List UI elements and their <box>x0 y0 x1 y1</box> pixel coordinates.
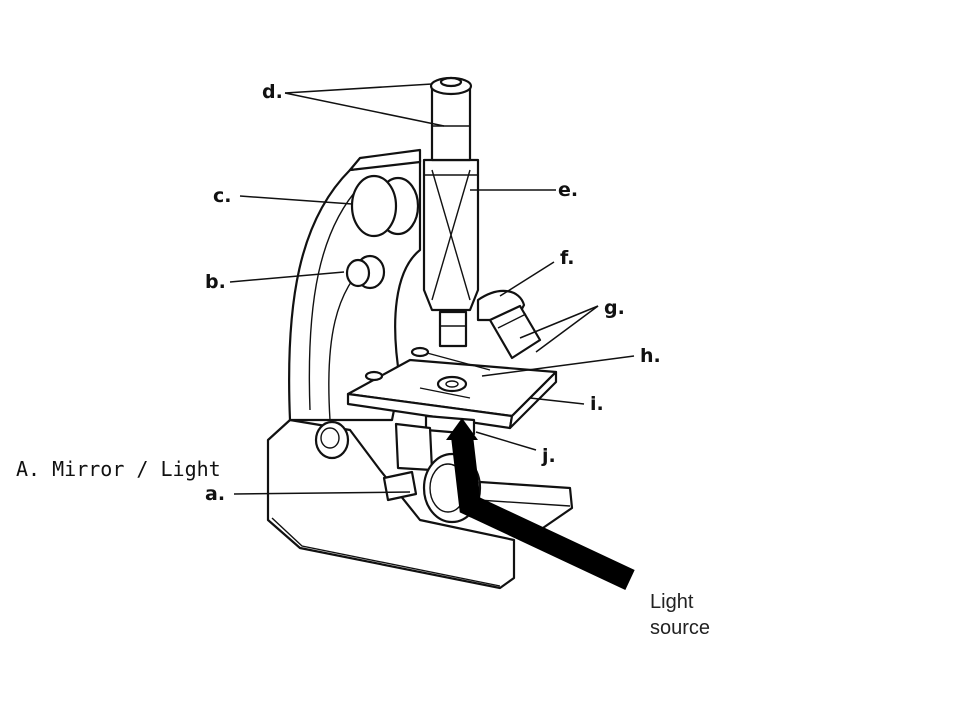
stage-clips <box>364 346 491 399</box>
label-h: h. <box>640 345 661 367</box>
light-arrow <box>446 418 635 590</box>
mirror <box>382 422 482 524</box>
eyepiece <box>429 76 473 162</box>
body-tube <box>422 158 480 312</box>
label-g: g. <box>604 297 625 319</box>
label-e: e. <box>558 179 578 201</box>
coarse-adjustment-knob <box>350 174 420 238</box>
label-b: b. <box>205 271 226 293</box>
leader-lines <box>229 83 635 495</box>
label-c: c. <box>213 185 231 207</box>
label-i: i. <box>590 393 604 415</box>
label-d: d. <box>262 81 283 103</box>
light-source-label-line2: source <box>650 617 710 639</box>
objective-lenses <box>438 304 542 360</box>
base-knob <box>314 420 350 460</box>
light-source-label-line1: Light <box>650 591 694 613</box>
label-j: j. <box>541 445 556 467</box>
fine-adjustment-knob <box>345 254 386 290</box>
answer-text: A. Mirror / Light <box>16 457 221 481</box>
label-a: a. <box>205 483 225 505</box>
stage <box>346 358 558 430</box>
label-f: f. <box>560 247 574 269</box>
